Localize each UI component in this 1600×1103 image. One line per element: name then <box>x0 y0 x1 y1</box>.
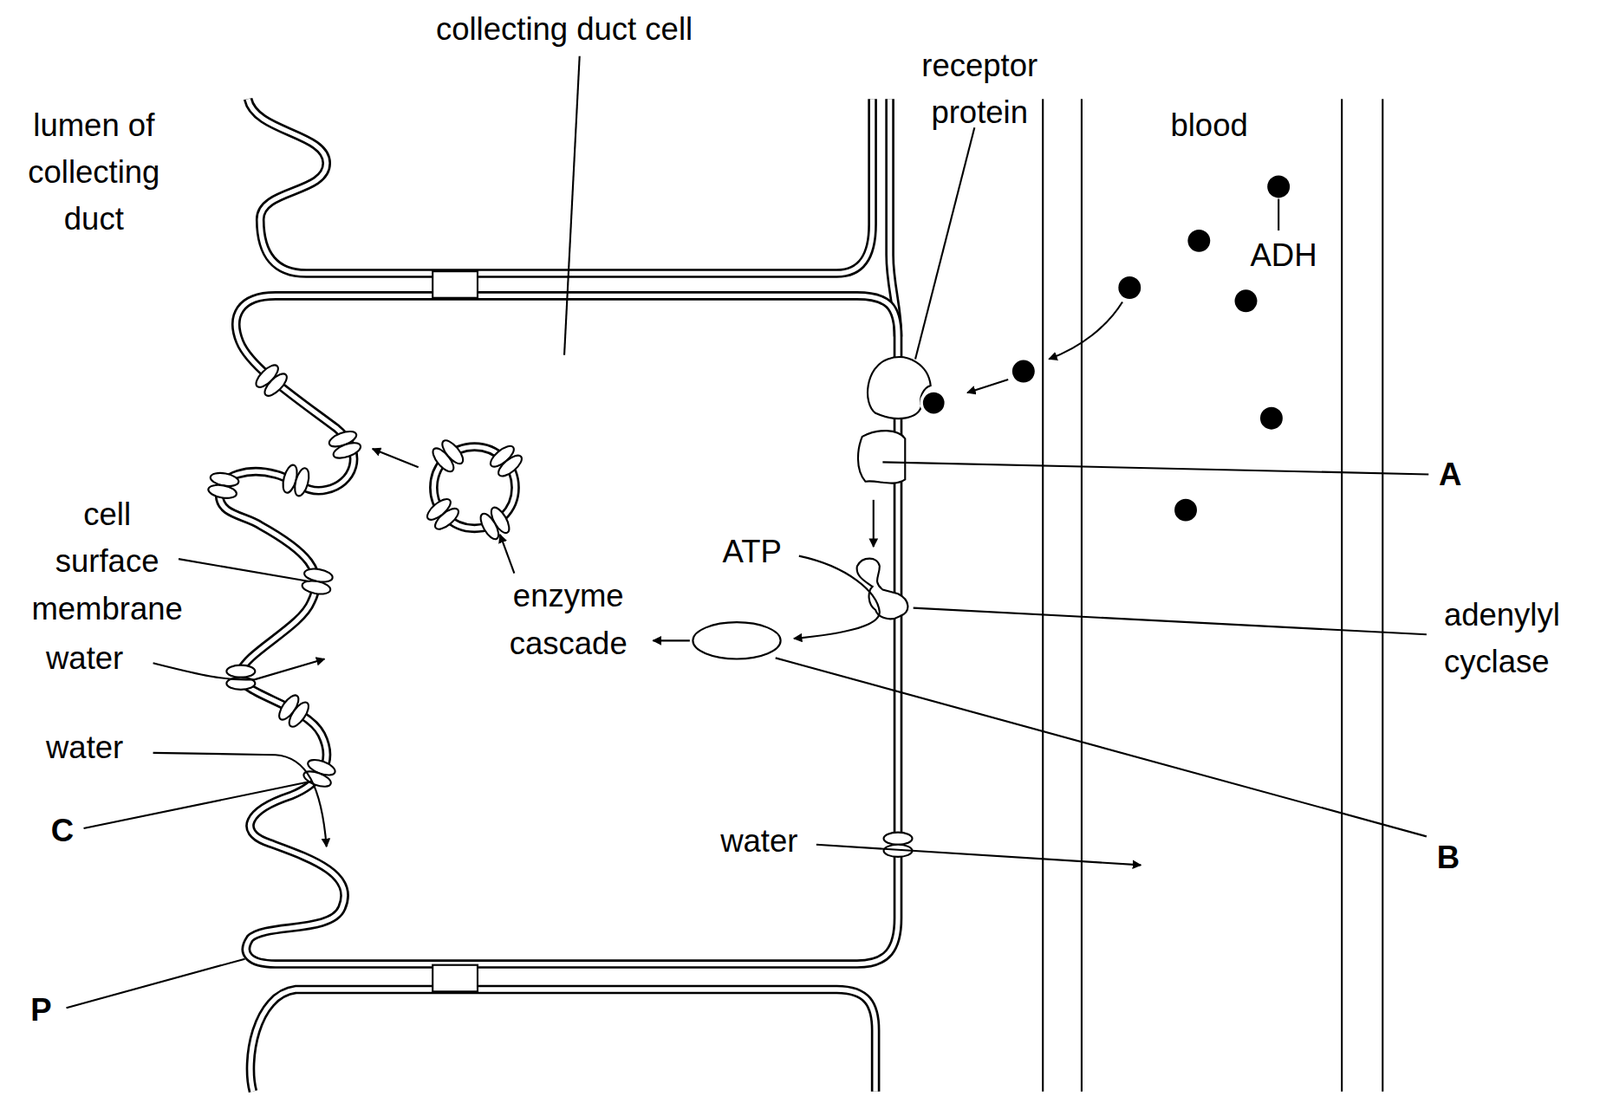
tight-junction <box>432 965 478 993</box>
leader-line <box>882 461 1429 475</box>
protein-label: receptor protein <box>892 42 1067 137</box>
tight-junction <box>432 271 478 299</box>
capillary-wall <box>1042 98 1383 1093</box>
membrane-inner <box>250 989 876 1093</box>
flow-arrow <box>652 639 690 642</box>
leader-lines <box>66 56 1430 1009</box>
callout-letter: A <box>1438 452 1462 500</box>
membrane-outline <box>250 989 876 1093</box>
hormone-label: ADH <box>1250 232 1318 280</box>
adh-dot <box>1174 499 1197 522</box>
leader-line <box>775 657 1427 837</box>
aquaporin <box>226 665 255 690</box>
capillary-wall-line <box>1080 98 1083 1093</box>
adh-dot <box>1235 289 1258 313</box>
capillary-wall-line <box>1041 98 1044 1093</box>
region-label: blood <box>1170 102 1248 150</box>
capillary-wall-line <box>1381 98 1384 1093</box>
leader-line <box>66 959 246 1009</box>
aquaporin <box>253 361 291 399</box>
leader-line <box>84 781 313 829</box>
aquaporin <box>429 437 467 475</box>
g-protein <box>858 430 905 484</box>
water-label: water <box>45 635 124 683</box>
arrows <box>153 301 1142 866</box>
callout-letter: P <box>30 988 52 1035</box>
aquaporin <box>423 495 462 534</box>
leader-line <box>564 56 580 356</box>
water-label: water <box>720 818 798 866</box>
adh-dot <box>1118 276 1141 300</box>
leader-line <box>178 559 310 582</box>
leader-line <box>915 127 975 359</box>
adh-dot <box>1012 360 1035 384</box>
aquaporin-subunit <box>292 467 312 498</box>
aquaporin <box>487 442 525 481</box>
atp-arrow <box>793 556 880 639</box>
callout-letter: B <box>1437 834 1460 882</box>
aquaporin-subunit <box>423 495 454 524</box>
aquaporin <box>884 832 913 858</box>
aquaporin <box>207 471 240 501</box>
adh-dot <box>1267 175 1290 198</box>
membrane-label: cell surface membrane <box>29 491 186 632</box>
aquaporin-subunit <box>331 440 363 462</box>
adh-dot <box>1187 229 1210 253</box>
aquaporin <box>280 463 313 498</box>
bound-adh <box>921 390 946 416</box>
membrane-outline <box>219 295 898 964</box>
aquaporin-subunit <box>884 832 913 846</box>
flow-arrow <box>372 448 419 468</box>
aquaporin-subunit <box>494 452 525 481</box>
aquaporin-subunit <box>477 511 503 543</box>
aquaporin-subunit <box>226 665 255 678</box>
adh-dot <box>1260 407 1283 430</box>
flow-arrow <box>1048 301 1123 359</box>
membrane-inner <box>219 295 898 964</box>
water-label: water <box>45 724 124 772</box>
membrane-inner <box>247 98 873 274</box>
flow-arrow <box>967 379 1009 393</box>
membrane-outline <box>247 98 873 274</box>
aquaporin <box>327 428 364 462</box>
cell-label: collecting duct cell <box>435 6 693 53</box>
region-label: lumen of collecting duct <box>1 102 186 243</box>
flow-arrow <box>872 500 875 547</box>
aquaporin-subunit <box>438 437 467 468</box>
molecule-label: ATP <box>722 528 782 576</box>
aquaporin <box>477 505 514 543</box>
aquaporin-subunit <box>261 370 291 399</box>
callout-letter: C <box>51 807 74 855</box>
process-label: enzyme cascade <box>487 573 651 668</box>
water-arrow <box>153 659 326 681</box>
capillary-wall-line <box>1340 98 1343 1093</box>
aquaporin-subunit <box>207 483 238 501</box>
cell-membranes <box>219 98 898 1093</box>
flow-arrow <box>500 534 514 574</box>
camp-molecule <box>692 622 781 659</box>
aquaporin-subunit <box>286 699 313 730</box>
leader-line <box>1277 199 1280 231</box>
water-arrow <box>816 845 1141 866</box>
enzyme-label: adenylyl cyclase <box>1443 591 1598 686</box>
receptor-protein <box>867 357 931 419</box>
adenylyl-cyclase <box>857 559 909 620</box>
leader-line <box>913 608 1427 636</box>
aquaporin <box>275 692 313 730</box>
water-arrow <box>153 753 327 847</box>
